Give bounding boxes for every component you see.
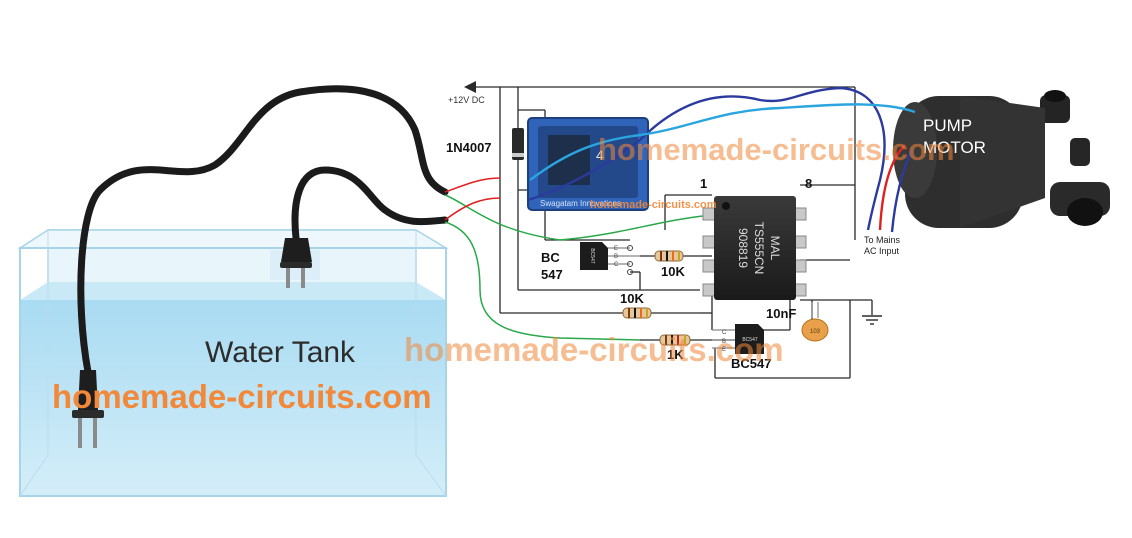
ic-pin-1-label: 1 bbox=[700, 176, 707, 191]
red-wire-1 bbox=[444, 177, 501, 193]
capacitor-body-text: 103 bbox=[810, 329, 821, 335]
probe-cord-long bbox=[77, 85, 449, 376]
mains-label-1: To Mains bbox=[864, 235, 901, 245]
relay: 4 Swagatam Innovations bbox=[527, 117, 649, 211]
probe-cord-short bbox=[291, 166, 449, 242]
green-wire-2 bbox=[444, 221, 641, 341]
resistor-10k-top-label: 10K bbox=[661, 264, 685, 279]
diode-label: 1N4007 bbox=[446, 140, 492, 155]
pin-letter-b-bottom: B bbox=[722, 339, 726, 345]
ic-marking-1: MAL bbox=[768, 236, 782, 261]
resistor-1k bbox=[659, 334, 691, 346]
relay-brand: Swagatam Innovations bbox=[540, 199, 621, 208]
ic-marking-2: TS555CN bbox=[752, 222, 766, 275]
resistor-10k-bottom bbox=[622, 307, 652, 319]
transistor-bottom-label: BC547 bbox=[731, 356, 771, 371]
ic-pin-8-label: 8 bbox=[805, 176, 812, 191]
mains-lead-blue-2 bbox=[890, 149, 914, 233]
capacitor-10nf: 103 bbox=[801, 302, 829, 342]
ic-marking-3: 908819 bbox=[736, 228, 750, 268]
ground-symbol bbox=[862, 315, 882, 325]
ic-pins-left bbox=[702, 207, 718, 297]
probe-plug-top bbox=[270, 238, 320, 288]
resistor-1k-label: 1K bbox=[667, 347, 684, 362]
pin-letter-c-top: C bbox=[614, 262, 619, 268]
water-surface bbox=[20, 282, 446, 300]
resistor-10k-bottom-label: 10K bbox=[620, 291, 644, 306]
transistor-bottom: C B E BC547 bbox=[712, 324, 764, 354]
probe-plug-bottom bbox=[72, 370, 104, 448]
watermark-large: homemade-circuits.com bbox=[52, 378, 432, 415]
tank-front bbox=[19, 247, 447, 497]
motor-lead-blue bbox=[527, 86, 886, 231]
supply-label: +12V DC bbox=[448, 95, 485, 105]
transistor-top-body-text: BC547 bbox=[589, 248, 595, 264]
watermark-center: homemade-circuits.com bbox=[404, 331, 784, 368]
transistor-top-label-2: 547 bbox=[541, 267, 563, 282]
pin-letter-c-bottom: C bbox=[722, 330, 727, 336]
watermark-small: homemade-circuits.com bbox=[590, 199, 717, 211]
pin-letter-e-bottom: E bbox=[722, 347, 726, 353]
red-wire-2 bbox=[444, 197, 501, 221]
transistor-bottom-body-text: BC547 bbox=[742, 337, 758, 343]
tank-label: Water Tank bbox=[205, 336, 356, 369]
watermark-top: homemade-circuits.com bbox=[598, 132, 955, 167]
motor-label-2: MOTOR bbox=[923, 138, 986, 157]
diode-1n4007 bbox=[512, 128, 524, 160]
timer-ic: MAL TS555CN 908819 bbox=[702, 196, 807, 300]
capacitor-label: 10nF bbox=[766, 306, 796, 321]
motor-lead-light-blue bbox=[529, 103, 916, 181]
pump-motor: PUMP MOTOR bbox=[893, 90, 1110, 228]
pin-letter-b-top: B bbox=[614, 254, 618, 260]
transistor-top: BC547 E B C bbox=[580, 242, 640, 275]
mains-label-2: AC Input bbox=[864, 246, 900, 256]
supply-arrow bbox=[464, 81, 476, 93]
water-tank bbox=[17, 229, 449, 497]
mains-lead-red-1 bbox=[878, 144, 906, 231]
pin-letter-e-top: E bbox=[614, 246, 618, 252]
relay-pin-4: 4 bbox=[596, 147, 604, 163]
transistor-top-label-1: BC bbox=[541, 250, 560, 265]
motor-label-1: PUMP bbox=[923, 116, 972, 135]
resistor-10k-top bbox=[654, 250, 684, 262]
green-wire-1 bbox=[444, 194, 713, 241]
